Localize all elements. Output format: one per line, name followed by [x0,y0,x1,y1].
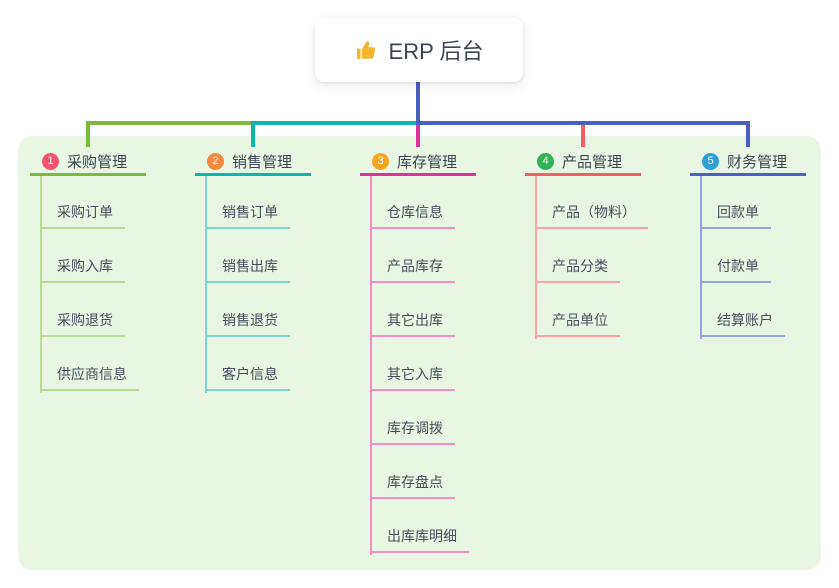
child-label: 销售订单 [222,204,278,220]
connector-child-line [205,176,207,393]
child-label: 采购入库 [57,258,113,274]
child-label: 付款单 [717,258,759,274]
branch-title: 销售管理 [232,154,293,171]
child-node[interactable]: 供应商信息 [40,364,139,391]
child-label: 产品库存 [387,258,443,274]
branch-node[interactable]: 4 产品管理 [525,150,641,176]
child-node[interactable]: 仓库信息 [370,202,455,229]
branch-node[interactable]: 2 销售管理 [195,150,311,176]
connector-child-line [370,176,372,555]
connector-bar-segment [416,121,750,125]
connector-child-line [40,176,42,393]
branch-number-badge: 2 [207,153,224,170]
child-label: 产品分类 [552,258,608,274]
child-label: 其它出库 [387,312,443,328]
branch-node[interactable]: 3 库存管理 [360,150,476,176]
branch-number-badge: 1 [42,153,59,170]
branch-title: 财务管理 [727,154,788,171]
child-node[interactable]: 库存调拨 [370,418,455,445]
connector-child-line [700,176,702,339]
child-node[interactable]: 产品库存 [370,256,455,283]
connector-bar-segment [251,121,420,125]
child-node[interactable]: 产品单位 [535,310,620,337]
child-node[interactable]: 产品（物料） [535,202,648,229]
child-node[interactable]: 采购订单 [40,202,125,229]
child-label: 采购订单 [57,204,113,220]
branch-number-badge: 3 [372,153,389,170]
connector-trunk [416,82,420,125]
child-label: 仓库信息 [387,204,443,220]
child-label: 客户信息 [222,366,278,382]
branch-node[interactable]: 5 财务管理 [690,150,806,176]
branch-number-badge: 4 [537,153,554,170]
connector-branch-drop [746,121,750,147]
connector-child-line [535,176,537,339]
child-label: 产品单位 [552,312,608,328]
thumbs-up-icon [356,41,375,59]
child-node[interactable]: 销售订单 [205,202,290,229]
child-label: 其它入库 [387,366,443,382]
child-label: 库存调拨 [387,420,443,436]
branch-title: 采购管理 [67,154,128,171]
connector-branch-drop [86,121,90,147]
child-node[interactable]: 回款单 [700,202,771,229]
child-node[interactable]: 销售出库 [205,256,290,283]
child-node[interactable]: 采购退货 [40,310,125,337]
child-label: 产品（物料） [552,204,636,220]
child-label: 销售出库 [222,258,278,274]
child-label: 结算账户 [717,312,773,328]
child-node[interactable]: 采购入库 [40,256,125,283]
connector-branch-drop [416,125,420,147]
connector-branch-drop [581,125,585,147]
connector-bar-segment [86,121,255,125]
child-node[interactable]: 结算账户 [700,310,785,337]
child-node[interactable]: 产品分类 [535,256,620,283]
branch-title: 产品管理 [562,154,623,171]
branch-node[interactable]: 1 采购管理 [30,150,146,176]
child-node[interactable]: 客户信息 [205,364,290,391]
branch-number-badge: 5 [702,153,719,170]
child-label: 库存盘点 [387,474,443,490]
child-node[interactable]: 销售退货 [205,310,290,337]
child-node[interactable]: 付款单 [700,256,771,283]
child-label: 销售退货 [222,312,278,328]
root-node[interactable]: ERP 后台 [315,18,523,82]
child-node[interactable]: 其它出库 [370,310,455,337]
child-node[interactable]: 其它入库 [370,364,455,391]
connector-branch-drop [251,121,255,147]
child-node[interactable]: 库存盘点 [370,472,455,499]
child-label: 采购退货 [57,312,113,328]
root-label: ERP 后台 [388,39,484,64]
child-label: 供应商信息 [57,366,127,382]
branch-title: 库存管理 [397,154,458,171]
child-node[interactable]: 出库库明细 [370,526,469,553]
child-label: 回款单 [717,204,759,220]
child-label: 出库库明细 [387,528,457,544]
